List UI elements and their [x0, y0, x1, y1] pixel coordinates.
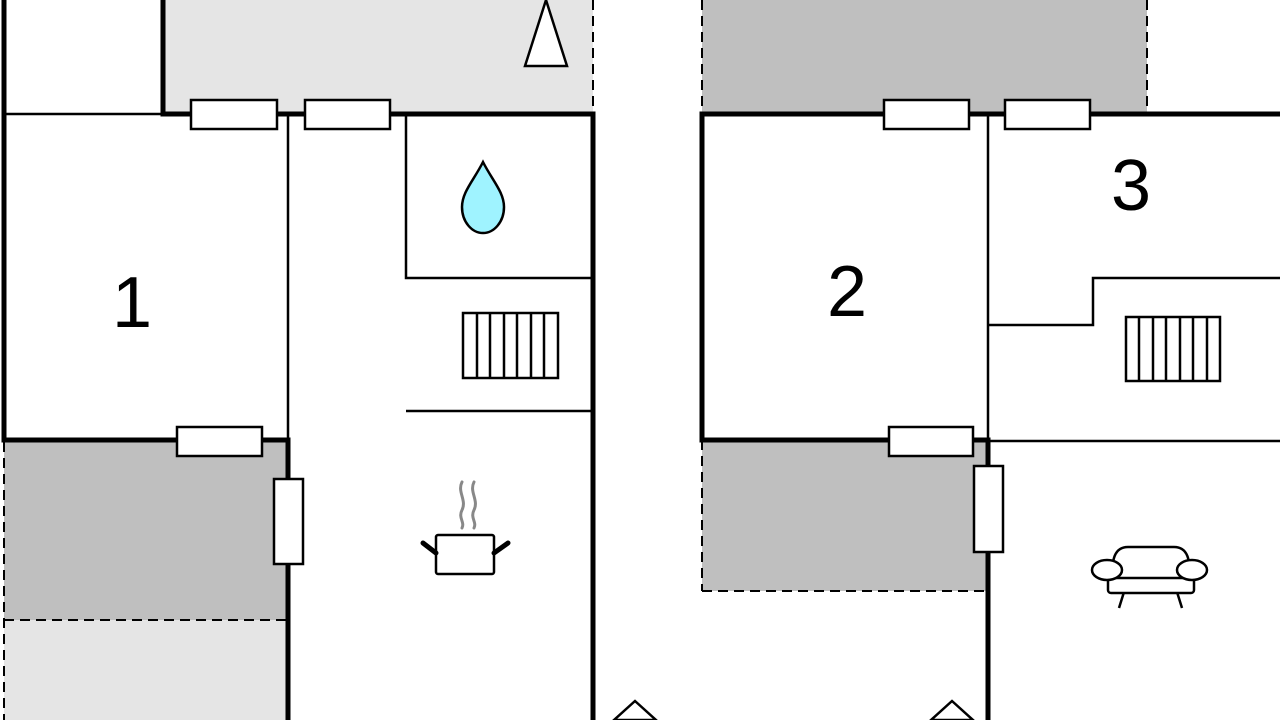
terrace-left-bottom	[4, 620, 288, 720]
window	[882, 98, 971, 131]
right-building-walls	[699, 111, 1280, 720]
window	[189, 98, 279, 131]
sofa-icon	[1090, 545, 1209, 609]
terrace-top-left	[163, 0, 593, 114]
left-building-interior-walls	[4, 112, 593, 440]
window	[303, 98, 392, 131]
tree-icon	[523, 0, 569, 68]
left-building-walls	[1, 0, 596, 720]
terrace-top-right	[702, 0, 1147, 114]
room-1-label: 1	[112, 263, 152, 343]
window	[1003, 98, 1092, 131]
radiator-icon	[1124, 315, 1222, 383]
room-3-label: 3	[1111, 146, 1151, 226]
entrance-arrow-icon	[929, 699, 975, 720]
terrace-left-middle	[4, 440, 288, 620]
window	[175, 425, 264, 458]
cooking-pot-icon	[420, 480, 511, 576]
window	[272, 477, 305, 566]
terrace-borders	[3, 0, 1148, 720]
terrace-right-middle	[702, 440, 988, 591]
entrance-arrow-icon	[612, 699, 658, 720]
water-drop-icon	[460, 159, 506, 235]
room-2-label: 2	[827, 252, 867, 332]
windows	[175, 98, 1092, 566]
window	[972, 464, 1005, 554]
right-building-interior-walls	[986, 114, 1280, 443]
radiator-icon	[461, 311, 560, 380]
window	[887, 425, 975, 458]
